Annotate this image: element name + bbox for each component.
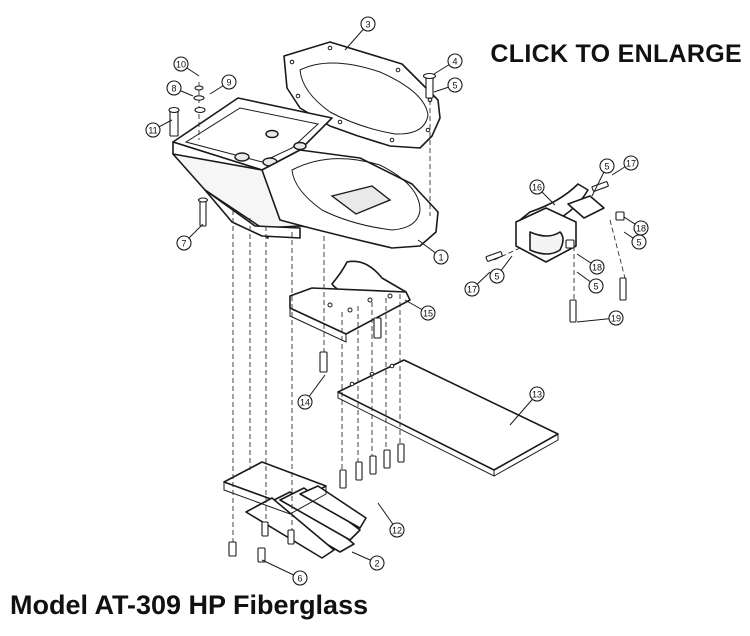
callout-label: 17 <box>467 285 477 295</box>
callout-9-8: 9 <box>209 74 237 95</box>
callout-12-11: 12 <box>377 502 405 538</box>
part-15-bracket <box>289 260 411 343</box>
callout-label: 9 <box>226 78 231 88</box>
callout-label: 6 <box>297 574 302 584</box>
callout-7-6: 7 <box>176 223 204 251</box>
callout-label: 7 <box>181 239 186 249</box>
callout-label: 3 <box>365 20 370 30</box>
callout-5-20: 5 <box>623 231 647 250</box>
callout-8-7: 8 <box>166 80 194 97</box>
callout-label: 12 <box>392 526 402 536</box>
callout-label: 15 <box>423 309 433 319</box>
model-caption: Model AT-309 HP Fiberglass <box>10 590 369 620</box>
callout-label: 5 <box>636 238 641 248</box>
callout-16-15: 16 <box>529 179 556 206</box>
callout-label: 11 <box>148 126 157 136</box>
click-to-enlarge-link[interactable]: CLICK TO ENLARGE <box>490 40 742 68</box>
callout-5-23: 5 <box>489 255 513 284</box>
part-2-fin-bracket <box>223 461 367 559</box>
callout-15-14: 15 <box>404 299 436 321</box>
callout-14-13: 14 <box>297 374 326 410</box>
callout-label: 8 <box>171 84 176 94</box>
callout-3-2: 3 <box>344 16 376 51</box>
callout-label: 13 <box>532 390 542 400</box>
callout-5-4: 5 <box>433 77 463 93</box>
callout-label: 17 <box>626 159 636 169</box>
callout-label: 14 <box>300 398 310 408</box>
hardware <box>168 72 437 563</box>
callout-label: 2 <box>374 559 379 569</box>
assembly-lines <box>198 82 627 545</box>
callout-label: 10 <box>176 60 186 70</box>
callout-4-3: 4 <box>433 53 463 75</box>
part-13-plate <box>337 359 559 477</box>
callout-label: 18 <box>592 263 602 273</box>
callout-5-18: 5 <box>591 158 615 197</box>
callout-6-5: 6 <box>261 559 308 586</box>
main-housing <box>172 97 439 249</box>
callout-label: 18 <box>636 224 646 234</box>
callout-label: 4 <box>452 57 457 67</box>
callout-17-16: 17 <box>611 155 639 176</box>
callout-label: 16 <box>532 183 542 193</box>
callout-5-22: 5 <box>576 271 604 294</box>
callout-13-12: 13 <box>509 386 545 426</box>
callout-label: 5 <box>604 162 609 172</box>
callout-label: 19 <box>611 314 621 324</box>
callout-label: 1 <box>438 253 443 263</box>
callout-17-17: 17 <box>464 271 491 297</box>
callout-10-9: 10 <box>173 56 200 77</box>
callout-18-21: 18 <box>576 253 605 275</box>
callout-label: 5 <box>452 81 457 91</box>
callout-11-10: 11 <box>145 119 173 138</box>
callout-label: 5 <box>593 282 598 292</box>
callout-label: 5 <box>494 272 499 282</box>
callout-2-1: 2 <box>351 551 385 571</box>
callout-18-19: 18 <box>623 216 649 236</box>
callout-19-24: 19 <box>576 310 624 326</box>
callout-1-0: 1 <box>417 239 449 265</box>
clamp-subassembly <box>485 181 627 323</box>
